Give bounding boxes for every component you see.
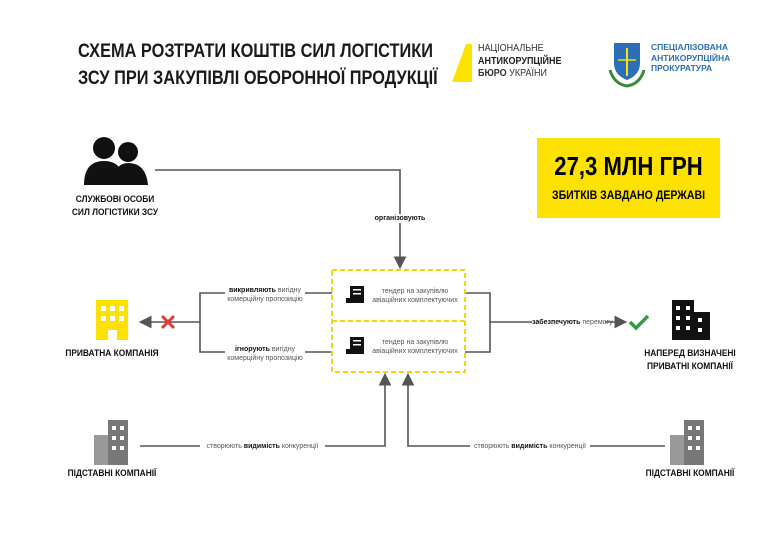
shell-company-right-building-icon [670,420,704,465]
edge-text: конкуренції [279,443,319,450]
shell-left-label: ПІДСТАВНІ КОМПАНІЇ [67,468,157,479]
private-company-building-icon [96,300,128,340]
label-line: ПРИВАТНІ КОМПАНІЇ [647,361,733,372]
officials-label: СЛУЖБОВІ ОСОБИ СИЛ ЛОГІСТИКИ ЗСУ [67,193,164,219]
nabu-logo-icon [452,44,472,82]
title-line: СХЕМА РОЗТРАТИ КОШТІВ СИЛ ЛОГІСТИКИ [78,41,433,62]
logo-text: СПЕЦІАЛІЗОВАНА [651,42,729,52]
shell-right-label: ПІДСТАВНІ КОМПАНІЇ [645,468,735,479]
damage-box: 27,3 МЛН ГРН ЗБИТКІВ ЗАВДАНО ДЕРЖАВІ [537,138,720,218]
page-title: СХЕМА РОЗТРАТИ КОШТІВ СИЛ ЛОГІСТИКИ ЗСУ П… [78,38,438,92]
edge-label-ensure: забезпечують перемогу [532,318,613,327]
edge-text: видимість [243,443,280,450]
predetermined-label: НАПЕРЕД ВИЗНАЧЕНІ ПРИВАТНІ КОМПАНІЇ [637,347,743,373]
shell-company-left-building-icon [94,420,128,465]
edge-organize [155,169,407,270]
edge-text: вигідну [275,287,302,294]
sap-logo: СПЕЦІАЛІЗОВАНА АНТИКОРУПЦІЙНА ПРОКУРАТУР… [651,42,730,74]
edge-text: комерційну пропозицію [227,296,303,303]
logo-text: УКРАЇНИ [509,68,547,79]
cross-icon [160,314,176,330]
edge-text: конкуренції [547,443,586,450]
logo-text: БЮРО [478,68,507,79]
logo-text-line: БЮРО УКРАЇНИ [478,68,561,81]
tender-1: тендер на закупівлю авіаційних комплектую… [370,287,460,305]
label-line: СЛУЖБОВІ ОСОБИ [75,194,155,205]
logo-text: АНТИКОРУПЦІЙНЕ [478,55,562,67]
check-icon [628,314,650,331]
label-line: НАПЕРЕД ВИЗНАЧЕНІ [644,348,736,359]
damage-amount: 27,3 МЛН ГРН [554,151,703,181]
edge-text: видимість [511,443,548,450]
edge-right-bracket [465,292,491,353]
edge-text: організовують [374,215,426,222]
damage-caption: ЗБИТКІВ ЗАВДАНО ДЕРЖАВІ [551,188,706,202]
nabu-logo: НАЦІОНАЛЬНЕ АНТИКОРУПЦІЙНЕ БЮРО УКРАЇНИ [478,43,561,81]
edge-label-ignore: ігнорують вигідну комерційну пропозицію [222,345,308,363]
logo-text: НАЦІОНАЛЬНЕ [478,43,544,54]
label-line: СИЛ ЛОГІСТИКИ ЗСУ [71,207,159,218]
edge-text: забезпечують [532,319,581,326]
tender-2: тендер на закупівлю авіаційних комплектую… [370,338,460,356]
edge-label-compete-left: створюють видимість конкуренції [200,442,325,451]
tender-text: авіаційних комплектуючих [372,348,458,355]
logo-text: ПРОКУРАТУРА [651,63,713,73]
edge-shell-right-arrow [401,372,470,447]
people-icon [84,137,148,185]
edge-text: ігнорують [234,346,270,353]
tender-text: тендер на закупівлю [381,339,449,346]
title-line: ЗСУ ПРИ ЗАКУПІВЛІ ОБОРОННОЇ ПРОДУКЦІЇ [78,68,438,89]
tender-document-icon [346,286,364,303]
tender-text: авіаційних комплектуючих [372,297,458,304]
edge-shell-left-arrow [325,372,392,447]
edge-text: викривляють [228,287,276,294]
edge-label-compete-right: створюють видимість конкуренції [468,442,592,451]
edge-text: створюють [474,443,512,450]
sap-logo-icon [608,43,646,88]
predetermined-companies-building-icon [672,300,710,340]
edge-text: перемогу [580,319,613,326]
edge-label-organize: організовують [370,214,430,223]
edge-label-distort: викривляють вигідну комерційну пропозицію [222,286,308,304]
edge-text: вигідну [269,346,296,353]
tender-text: тендер на закупівлю [381,288,449,295]
edge-text: створюють [206,443,244,450]
logo-text: АНТИКОРУПЦІЙНА [651,52,731,63]
tender-document-icon [346,337,364,354]
private-company-label: ПРИВАТНА КОМПАНІЯ [65,348,159,359]
edge-text: комерційну пропозицію [227,355,303,362]
